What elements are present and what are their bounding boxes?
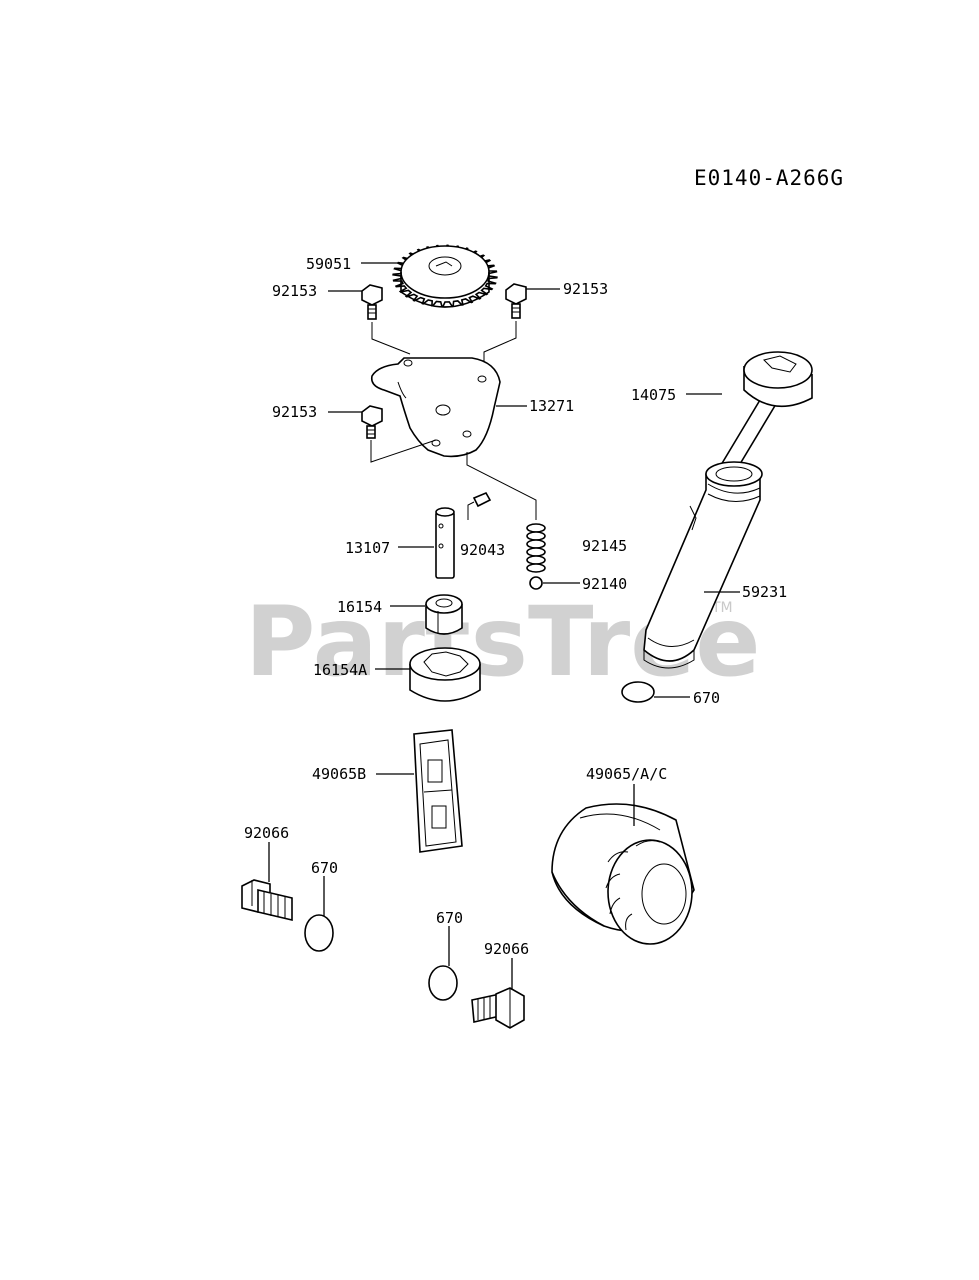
label-92153-c[interactable]: 92153 (272, 403, 317, 421)
bolt-92153-left-mid[interactable] (361, 405, 383, 439)
spring-coil (526, 531, 546, 541)
spring-coil (526, 555, 546, 565)
shaft-13107[interactable] (435, 507, 455, 579)
label-92066-center[interactable]: 92066 (484, 940, 529, 958)
tube-59231[interactable] (643, 461, 763, 669)
oil-filter-49065AC[interactable] (551, 803, 695, 945)
rotor-16154[interactable] (425, 594, 463, 635)
label-59231[interactable]: 59231 (742, 583, 787, 601)
bolt-92153-left-top[interactable] (361, 284, 383, 320)
spring-coil (526, 563, 546, 573)
watermark-trademark: TM (711, 600, 733, 616)
label-670-left[interactable]: 670 (311, 859, 338, 877)
oring-670-tube[interactable] (621, 681, 655, 703)
label-92153-a[interactable]: 92153 (272, 282, 317, 300)
label-16154[interactable]: 16154 (337, 598, 382, 616)
gear-59051[interactable] (392, 244, 498, 308)
pin-92043[interactable] (472, 491, 492, 508)
spring-coil (526, 547, 546, 557)
screen-49065B[interactable] (413, 729, 463, 853)
oring-670-center[interactable] (428, 965, 458, 1001)
label-49065B[interactable]: 49065B (312, 765, 366, 783)
ball-92140[interactable] (529, 576, 543, 590)
rotor-outer-16154A[interactable] (409, 647, 481, 702)
plug-92066-center[interactable] (471, 987, 525, 1029)
label-59051[interactable]: 59051 (306, 255, 351, 273)
label-92043[interactable]: 92043 (460, 541, 505, 559)
label-92145[interactable]: 92145 (582, 537, 627, 555)
label-92140[interactable]: 92140 (582, 575, 627, 593)
diagram-code: E0140-A266G (694, 166, 844, 190)
label-13107[interactable]: 13107 (345, 539, 390, 557)
label-670-tube[interactable]: 670 (693, 689, 720, 707)
label-14075[interactable]: 14075 (631, 386, 676, 404)
label-92153-b[interactable]: 92153 (563, 280, 608, 298)
plate-13271[interactable] (370, 357, 501, 458)
plug-92066-left[interactable] (241, 879, 293, 922)
label-13271[interactable]: 13271 (529, 397, 574, 415)
label-16154A[interactable]: 16154A (313, 661, 367, 679)
bolt-92153-right-top[interactable] (505, 283, 527, 319)
oring-670-left[interactable] (304, 914, 334, 952)
label-670-center[interactable]: 670 (436, 909, 463, 927)
label-49065AC[interactable]: 49065/A/C (586, 765, 667, 783)
spring-92145[interactable] (526, 523, 546, 573)
spring-coil (526, 539, 546, 549)
label-92066-left[interactable]: 92066 (244, 824, 289, 842)
dipstick-cap-14075[interactable] (711, 351, 813, 485)
spring-coil (526, 523, 546, 533)
